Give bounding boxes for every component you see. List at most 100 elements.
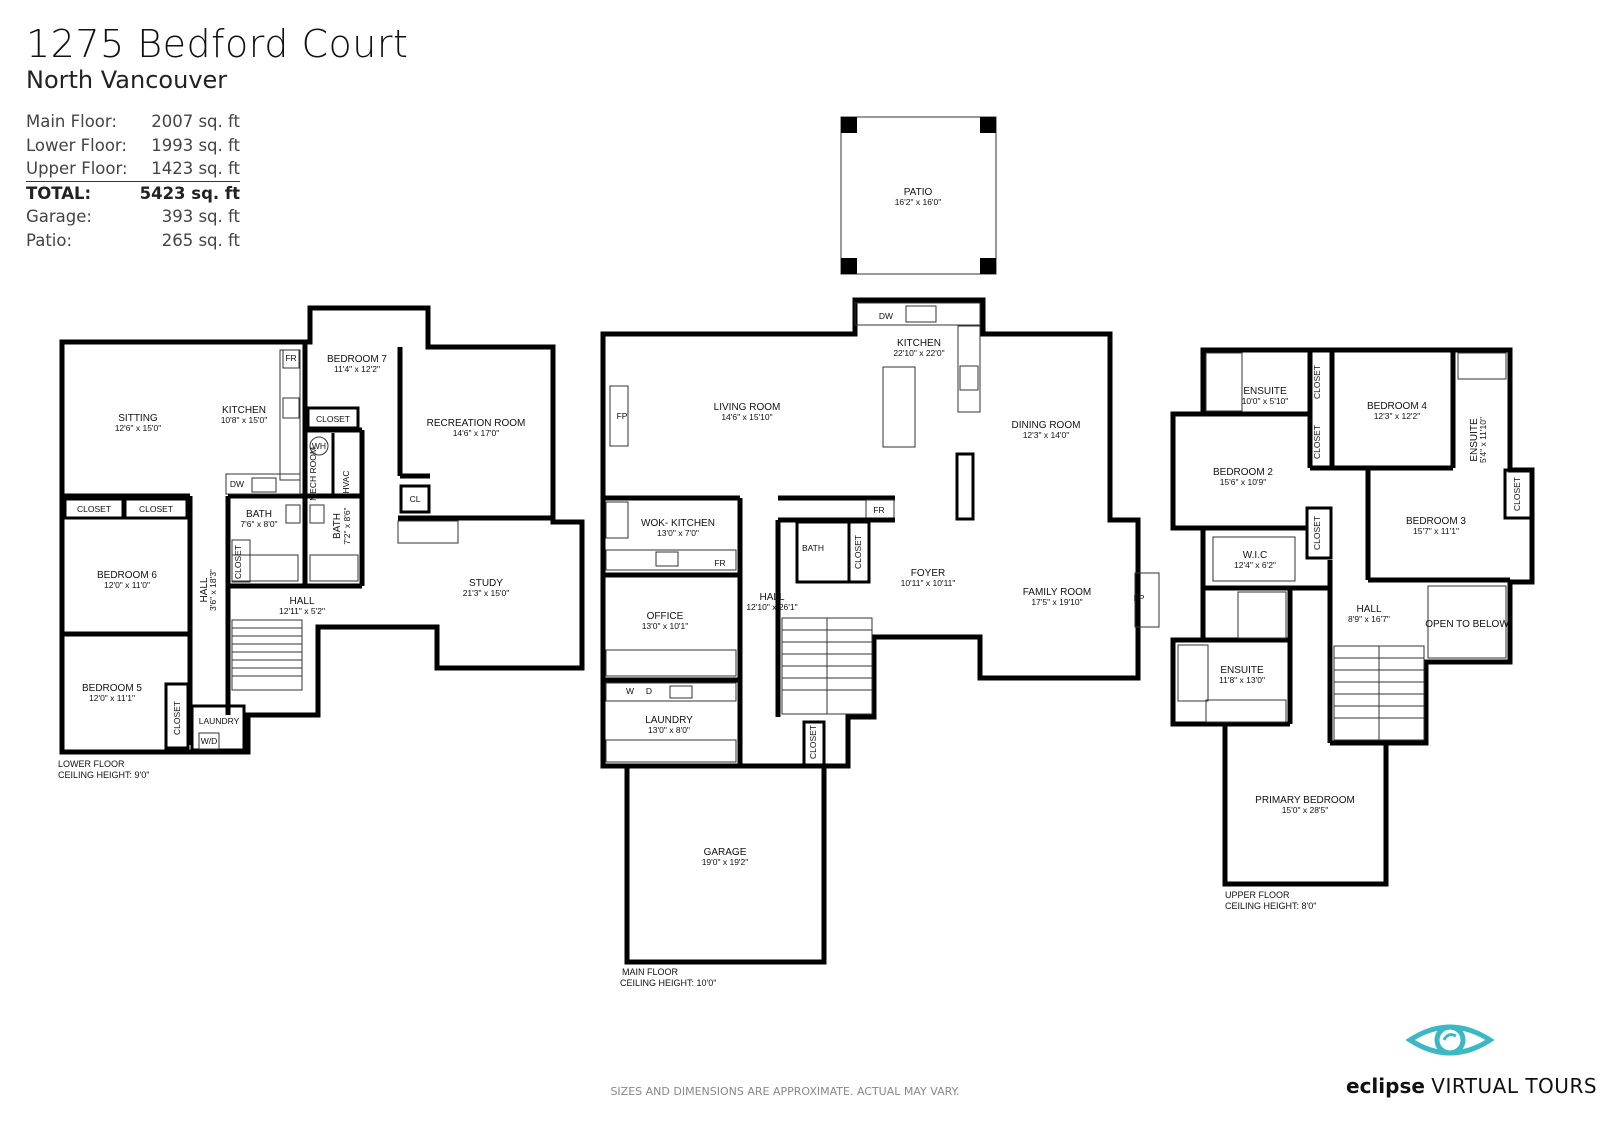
- closet-label: CLOSET: [808, 725, 818, 759]
- room-dimension: 12'6" x 15'0": [115, 423, 162, 433]
- room-label: RECREATION ROOM: [427, 418, 526, 429]
- closet-label: CLOSET: [1312, 516, 1322, 550]
- room-label: ENSUITE: [1469, 418, 1480, 462]
- room-dimension: 17'5" x 19'10": [1031, 597, 1082, 607]
- fireplace-label: FP: [1134, 593, 1145, 603]
- laundry-counter: [605, 682, 737, 702]
- room-dimension: 13'0" x 8'0": [648, 725, 690, 735]
- room-label: KITCHEN: [897, 338, 941, 349]
- room-label: BATH: [246, 509, 272, 520]
- bathtub: [1457, 352, 1507, 380]
- dryer-label: D: [646, 686, 652, 696]
- stove: [282, 397, 300, 419]
- room-label: BEDROOM 4: [1367, 401, 1427, 412]
- laundry-label: LAUNDRY: [199, 716, 240, 726]
- room-label: GARAGE: [704, 847, 747, 858]
- lower-floor: [59, 305, 585, 755]
- closet: [399, 484, 431, 514]
- vanity: [1205, 699, 1287, 723]
- floor-caption: UPPER FLOOR: [1225, 890, 1290, 900]
- room-label: BEDROOM 2: [1213, 467, 1273, 478]
- kitchen-counter: [854, 302, 981, 326]
- room-label: LAUNDRY: [645, 715, 693, 726]
- sink: [669, 685, 693, 699]
- room-label: HALL: [289, 596, 314, 607]
- room-dimension: 10'11" x 10'11": [901, 578, 956, 588]
- fridge-label: FR: [873, 505, 884, 515]
- laundry-room: [190, 704, 246, 752]
- room-label: ENSUITE: [1220, 665, 1264, 676]
- bathtub: [1177, 644, 1209, 702]
- water-heater-label: WH: [312, 441, 326, 451]
- area-label: Patio:: [26, 230, 73, 250]
- area-row-patio: Patio:265 sq. ft: [26, 229, 240, 253]
- room-dimension: 11'4" x 12'2": [334, 364, 380, 374]
- fridge-label: FR: [285, 353, 296, 363]
- room-label: HALL: [1356, 604, 1381, 615]
- area-value: 2007 sq. ft: [151, 112, 240, 131]
- counter: [397, 520, 459, 544]
- upper-floor: [1170, 347, 1535, 887]
- water-heater: [309, 436, 329, 456]
- floor-caption: LOWER FLOOR: [58, 759, 125, 769]
- room-label: BEDROOM 6: [97, 570, 157, 581]
- room-label: KITCHEN: [222, 405, 266, 416]
- room-label: BATH: [332, 513, 343, 539]
- bath-label: BATH: [802, 543, 824, 553]
- counter: [605, 549, 737, 571]
- patio-post: [980, 258, 996, 274]
- cooktop: [959, 365, 979, 391]
- lower-stairs: [231, 619, 303, 691]
- property-city: North Vancouver: [26, 66, 228, 94]
- closet-label: CLOSET: [1312, 365, 1322, 399]
- patio-post: [841, 117, 857, 133]
- sink: [251, 477, 277, 493]
- fridge-label: FR: [714, 558, 725, 568]
- patio-post: [980, 117, 996, 133]
- closet: [63, 497, 125, 520]
- room-label: SITTING: [118, 413, 158, 424]
- closet-label: CL: [410, 494, 421, 504]
- fireplace: [609, 385, 629, 447]
- closet-label: CLOSET: [1312, 425, 1322, 459]
- area-value: 1993 sq. ft: [151, 135, 240, 155]
- sink: [605, 501, 629, 539]
- room-label: PRIMARY BEDROOM: [1255, 795, 1355, 806]
- area-row-upper: Upper Floor:1423 sq. ft: [26, 157, 240, 181]
- bathtub: [309, 554, 359, 582]
- area-row-garage: Garage:393 sq. ft: [26, 205, 240, 229]
- ceiling-height: CEILING HEIGHT: 8'0": [1225, 901, 1316, 911]
- area-row-main: Main Floor: 2007 sq. ft: [26, 110, 240, 134]
- closet: [164, 682, 190, 750]
- room-label: BEDROOM 3: [1406, 516, 1466, 527]
- mech-room-label: MECH ROOM: [308, 447, 318, 501]
- wic-shelving: [1212, 536, 1296, 582]
- open-to-below-label: OPEN TO BELOW: [1425, 619, 1509, 630]
- room-label: FOYER: [911, 568, 945, 579]
- sink: [905, 305, 937, 323]
- room-dimension: 14'6" x 17'0": [453, 428, 500, 438]
- brand-wordmark: eclipse VIRTUAL TOURS: [1346, 1074, 1597, 1098]
- kitchen-counter: [225, 473, 301, 495]
- kitchen-island: [882, 366, 916, 448]
- closet: [306, 406, 360, 430]
- area-label: Main Floor:: [26, 112, 117, 131]
- room-label: ENSUITE: [1243, 386, 1287, 397]
- fireplace: [1134, 572, 1160, 628]
- room-label: LIVING ROOM: [714, 402, 781, 413]
- room-label: STUDY: [469, 578, 503, 589]
- room-dimension: 19'0" x 19'2": [702, 857, 749, 867]
- property-address: 1275 Bedford Court: [26, 22, 409, 66]
- main-stairs: [781, 617, 873, 715]
- room-dimension: 11'8" x 13'0": [1219, 675, 1265, 685]
- room-dimension: 12'4" x 6'2": [1234, 560, 1276, 570]
- eclipse-logo-icon: [1405, 1024, 1495, 1056]
- room-dimension: 5'4" x 11'10": [1478, 417, 1488, 463]
- room-dimension: 13'0" x 10'1": [642, 621, 689, 631]
- closet-label: CLOSET: [172, 701, 182, 735]
- area-value: 1423 sq. ft: [151, 159, 240, 178]
- washer-dryer: [198, 732, 220, 750]
- main-floor-outline: [600, 297, 1141, 965]
- room-label: BEDROOM 7: [327, 354, 387, 365]
